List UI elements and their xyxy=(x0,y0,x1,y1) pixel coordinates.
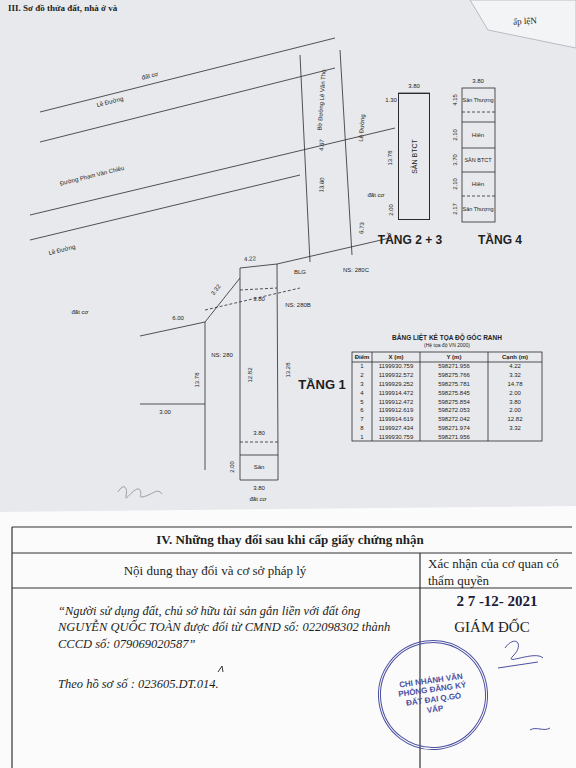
table-cell: 4.22 xyxy=(509,363,521,370)
dimension-label: 13.78 xyxy=(387,150,394,165)
table-cell: 3.32 xyxy=(509,425,521,432)
dimension-label: BLG xyxy=(294,269,306,276)
table-cell: 3 xyxy=(360,381,363,388)
dimension-label: 1.30 xyxy=(385,97,397,104)
table-cell: 5 xyxy=(360,398,363,405)
section-text: Xác nhận của cơ quan có thẩm quyền xyxy=(428,556,562,590)
dimension-label: 12.82 xyxy=(247,367,254,382)
dimension-label: Hiên xyxy=(472,181,484,188)
section-text: Nội dung thay đổi và cơ sở pháp lý xyxy=(124,564,307,578)
table-cell: X (m) xyxy=(389,354,404,361)
dimension-label: 3.80 xyxy=(472,78,484,85)
table-cell: 598275.845 xyxy=(438,390,470,397)
table-cell: Điểm xyxy=(355,354,370,361)
section-text: IV. Những thay đổi sau khi cấp giấy chứn… xyxy=(156,533,424,547)
dimension-label: Hiên xyxy=(472,132,484,139)
table-cell: 1199914.472 xyxy=(379,390,414,397)
dimension-label: NS: 280 xyxy=(211,352,233,359)
dimension-label: 2.00 xyxy=(229,461,236,473)
dimension-label: 3.80 xyxy=(408,83,420,90)
section-text: GIÁM ĐỐC xyxy=(454,619,529,636)
section-text: TẦNG 1 xyxy=(298,378,346,392)
dimension-label: 3.80 xyxy=(253,296,265,303)
table-cell: 598275.781 xyxy=(438,381,470,388)
dimension-label: Sân Thượng xyxy=(462,97,493,103)
table-cell: 598275.766 xyxy=(438,372,470,379)
table-cell: 598271.956 xyxy=(438,434,470,441)
table-cell: Cạnh (m) xyxy=(502,354,528,361)
table-cell: 3.80 xyxy=(509,398,521,405)
dimension-label: 13.28 xyxy=(285,362,292,377)
dimension-label: 2.00 xyxy=(388,204,395,216)
table-cell: Y (m) xyxy=(447,354,462,361)
dimension-label: 13.80 xyxy=(318,177,326,192)
table-cell: 8 xyxy=(360,425,363,432)
section-text: “Người sử dụng đất, chủ sở hữu tài sản g… xyxy=(58,603,408,652)
dimension-label: đất cơ xyxy=(368,192,385,199)
section-text: 2 7 -12- 2021 xyxy=(456,593,537,610)
dimension-label: Sân Thượng xyxy=(462,206,493,212)
dimension-label: 4.22 xyxy=(244,255,256,263)
dimension-label: 6.73 xyxy=(358,222,365,234)
dimension-label: 2.10 xyxy=(452,178,459,190)
table-cell: 598271.974 xyxy=(438,425,470,432)
dimension-label: đất cơ xyxy=(72,309,89,316)
table-cell: 1199912.472 xyxy=(379,398,414,405)
stamp-text: CHI NHÁNH VĂN PHÒNG ĐĂNG KÝ ĐẤT ĐAI Q.GÒ… xyxy=(394,671,473,719)
dimension-label: 3.80 xyxy=(253,430,265,437)
dimension-label: 4.67 xyxy=(318,139,325,151)
table-cell: 1199930.759 xyxy=(379,434,414,441)
dimension-label: (Hệ tọa độ VN 2000) xyxy=(424,343,470,349)
section-text: Theo hồ sơ số : 023605.DT.014. xyxy=(58,676,408,692)
table-cell: 12.82 xyxy=(507,416,522,423)
sheet-title: III. Sơ đồ thửa đất, nhà ở và xyxy=(8,4,117,14)
dimension-label: Sân xyxy=(254,464,265,471)
dimension-label: NS: 280C xyxy=(343,267,369,274)
table-cell: 6 xyxy=(360,407,363,414)
table-cell: 1199914.619 xyxy=(379,416,414,423)
table-cell: 1199932.572 xyxy=(379,372,414,379)
table-cell: 598272.053 xyxy=(438,407,470,414)
dimension-label: đất cơ xyxy=(250,496,267,503)
table-cell: 598275.854 xyxy=(438,398,470,405)
table-cell: 1199927.434 xyxy=(379,425,414,432)
table-cell: 1199930.759 xyxy=(379,363,414,370)
dimension-label: BẢNG LIỆT KÊ TỌA ĐỘ GÓC RANH xyxy=(392,334,502,341)
table-cell: 2.00 xyxy=(509,407,521,414)
dimension-label: 4.15 xyxy=(452,94,459,106)
dimension-label: 3.80 xyxy=(253,485,265,492)
floor-label: SÀN BTCT xyxy=(411,139,418,174)
table-cell: 1 xyxy=(360,434,363,441)
dimension-label: 3.70 xyxy=(452,154,459,166)
table-cell: 7 xyxy=(360,416,363,423)
dimension-label: 2.10 xyxy=(452,129,459,141)
dimension-label: 13.78 xyxy=(194,372,201,387)
table-cell: 1 xyxy=(360,363,363,370)
dimension-label: ấp lệN xyxy=(513,16,537,27)
table-cell: 3.32 xyxy=(509,372,521,379)
table-cell: 2.00 xyxy=(509,390,521,397)
section-text: TẦNG 4 xyxy=(478,234,522,247)
dimension-label: 2.17 xyxy=(452,203,459,215)
table-cell: 14.78 xyxy=(507,381,522,388)
dimension-label: 3.00 xyxy=(159,409,171,416)
floor-plan-box: SÀN BTCT xyxy=(398,93,430,220)
section-text: TẦNG 2 + 3 xyxy=(378,234,442,247)
table-cell: 1199912.619 xyxy=(379,407,414,414)
table-cell: 4 xyxy=(360,390,363,397)
table-cell: 2 xyxy=(360,372,363,379)
dimension-label: 6.00 xyxy=(172,315,184,322)
table-cell: 598272.042 xyxy=(438,416,470,423)
table-cell: 598271.956 xyxy=(438,363,470,370)
dimension-label: NS: 280B xyxy=(285,302,311,309)
dimension-label: SÀN BTCT xyxy=(464,157,491,163)
table-cell: 1199929.252 xyxy=(379,381,414,388)
